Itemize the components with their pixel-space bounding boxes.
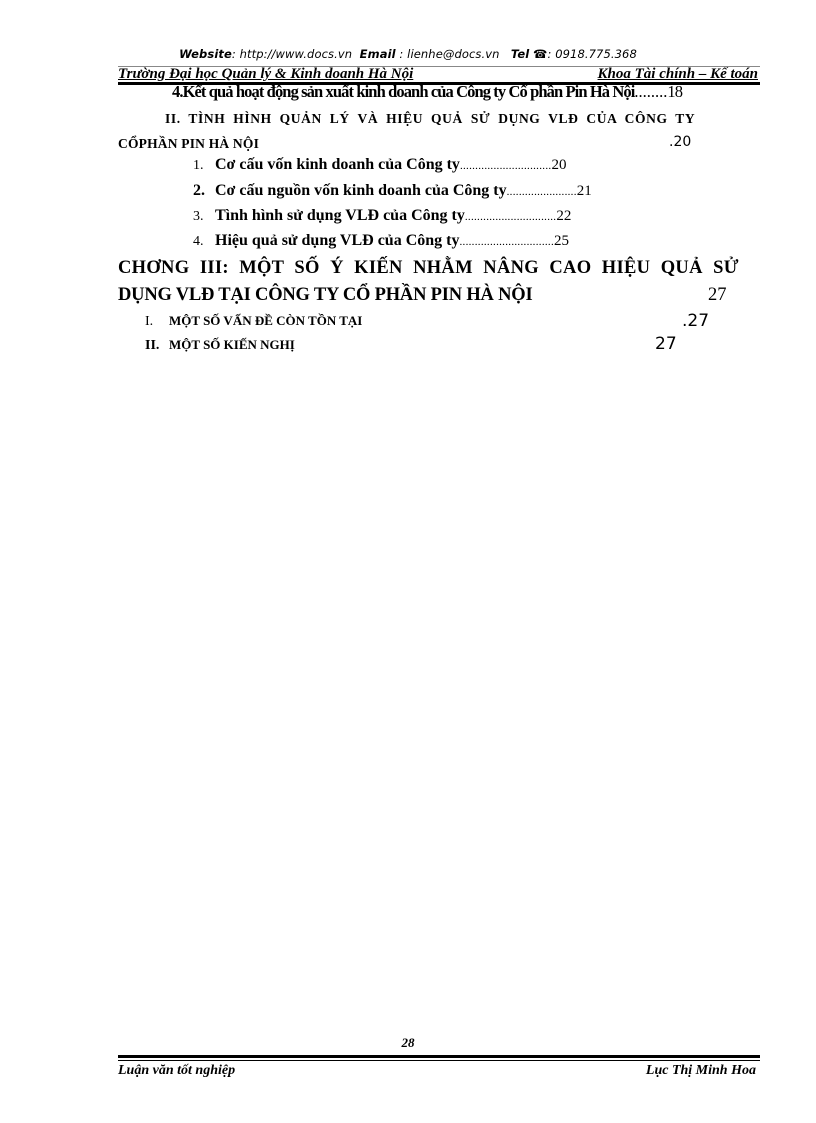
toc-dots: ........ [634, 82, 668, 101]
toc-chapter-3-entry-1[interactable]: I. MỘT SỐ VẤN ĐỀ CÒN TỒN TẠI [145, 313, 362, 330]
toc-page-number: 25 [554, 233, 570, 249]
phone-icon: ☎ [533, 47, 548, 61]
toc-chapter-3-line2[interactable]: DỤNG VLĐ TẠI CÔNG TY CỔ PHẦN PIN HÀ NỘI [118, 285, 533, 305]
email-value[interactable]: : lienhe@docs.vn [399, 47, 500, 61]
website-contact-line: Website: http://www.docs.vn Email : lien… [0, 47, 816, 61]
toc-entry-number: II. [145, 338, 160, 353]
toc-subentry-title: Cơ cấu vốn kinh doanh của Công ty [215, 156, 460, 173]
toc-chapter-3-line1[interactable]: CHƠNG III: MỘT SỐ Ý KIẾN NHẰM NÂNG CAO H… [118, 258, 739, 278]
website-value[interactable]: : http://www.docs.vn [231, 47, 353, 61]
tel-value: : 0918.775.368 [547, 47, 637, 61]
page-number: 28 [401, 1035, 415, 1050]
website-label: Website [179, 47, 232, 61]
toc-subentry-1[interactable]: 1. Cơ cấu vốn kinh doanh của Công ty.....… [193, 155, 566, 176]
toc-entry-title: MỘT SỐ KIẾN NGHỊ [169, 337, 295, 352]
email-label: Email [359, 47, 396, 61]
toc-chapter-3-page: 27 [708, 285, 727, 305]
tel-label: Tel [510, 47, 530, 61]
toc-subentry-number: 2. [193, 182, 205, 199]
toc-page-number: 21 [576, 183, 592, 199]
faculty-name: Khoa Tài chính – Kế toán [597, 66, 758, 82]
toc-subentry-number: 4. [193, 234, 204, 249]
thesis-label: Luận văn tốt nghiệp [118, 1063, 236, 1078]
toc-section-2-page: .20 [669, 134, 692, 150]
toc-subentry-title: Hiệu quả sử dụng VLĐ của Công ty [215, 232, 460, 249]
toc-entry-title: MỘT SỐ VẤN ĐỀ CÒN TỒN TẠI [169, 313, 363, 328]
toc-entry-number: 4. [172, 82, 183, 101]
toc-chapter-3-entry-2[interactable]: II. MỘT SỐ KIẾN NGHỊ [145, 337, 295, 354]
running-header: Trường Đại học Quản lý & Kinh doanh Hà N… [118, 66, 760, 82]
running-footer: Luận văn tốt nghiệp Lục Thị Minh Hoa [118, 1063, 760, 1081]
toc-dots: .............................. [464, 211, 557, 223]
header-thick-rule [118, 82, 760, 85]
footer-thin-rule [118, 1060, 760, 1061]
toc-subentry-number: 3. [193, 209, 204, 224]
toc-chapter-3-entry-1-page: .27 [682, 311, 710, 331]
toc-subentry-title: Cơ cấu nguồn vốn kinh doanh của Công ty [215, 182, 507, 199]
toc-dots: .............................. [459, 160, 552, 172]
toc-subentry-number: 1. [193, 158, 204, 173]
toc-page-number: 22 [556, 208, 572, 224]
header-thin-rule [118, 66, 760, 67]
toc-section-2-line2[interactable]: CỔPHẦN PIN HÀ NỘI [118, 136, 260, 151]
toc-subentry-3[interactable]: 3. Tình hình sử dụng VLĐ của Công ty.....… [193, 206, 571, 227]
toc-subentry-2[interactable]: 2. Cơ cấu nguồn vốn kinh doanh của Công t… [193, 181, 592, 202]
toc-chapter-3-entry-2-page: 27 [655, 334, 677, 354]
toc-page-number: 18 [667, 82, 683, 101]
toc-page-number: 20 [551, 157, 567, 173]
toc-dots: ............................... [459, 236, 555, 248]
toc-dots: ....................... [506, 186, 577, 198]
toc-subentry-title: Tình hình sử dụng VLĐ của Công ty [215, 207, 465, 224]
author-name: Lục Thị Minh Hoa [645, 1063, 756, 1078]
toc-entry-number: I. [145, 314, 154, 329]
toc-entry-4[interactable]: 4.Kết quả hoạt động sản xuất kinh doanh … [172, 82, 683, 101]
toc-entry-title: Kết quả hoạt động sản xuất kinh doanh củ… [182, 82, 636, 101]
toc-section-2-line1[interactable]: II. TÌNH HÌNH QUẢN LÝ VÀ HIỆU QUẢ SỬ DỤN… [165, 111, 696, 126]
footer-thick-rule [118, 1055, 760, 1058]
university-name: Trường Đại học Quản lý & Kinh doanh Hà N… [118, 66, 414, 82]
toc-subentry-4[interactable]: 4. Hiệu quả sử dụng VLĐ của Công ty......… [193, 231, 569, 252]
